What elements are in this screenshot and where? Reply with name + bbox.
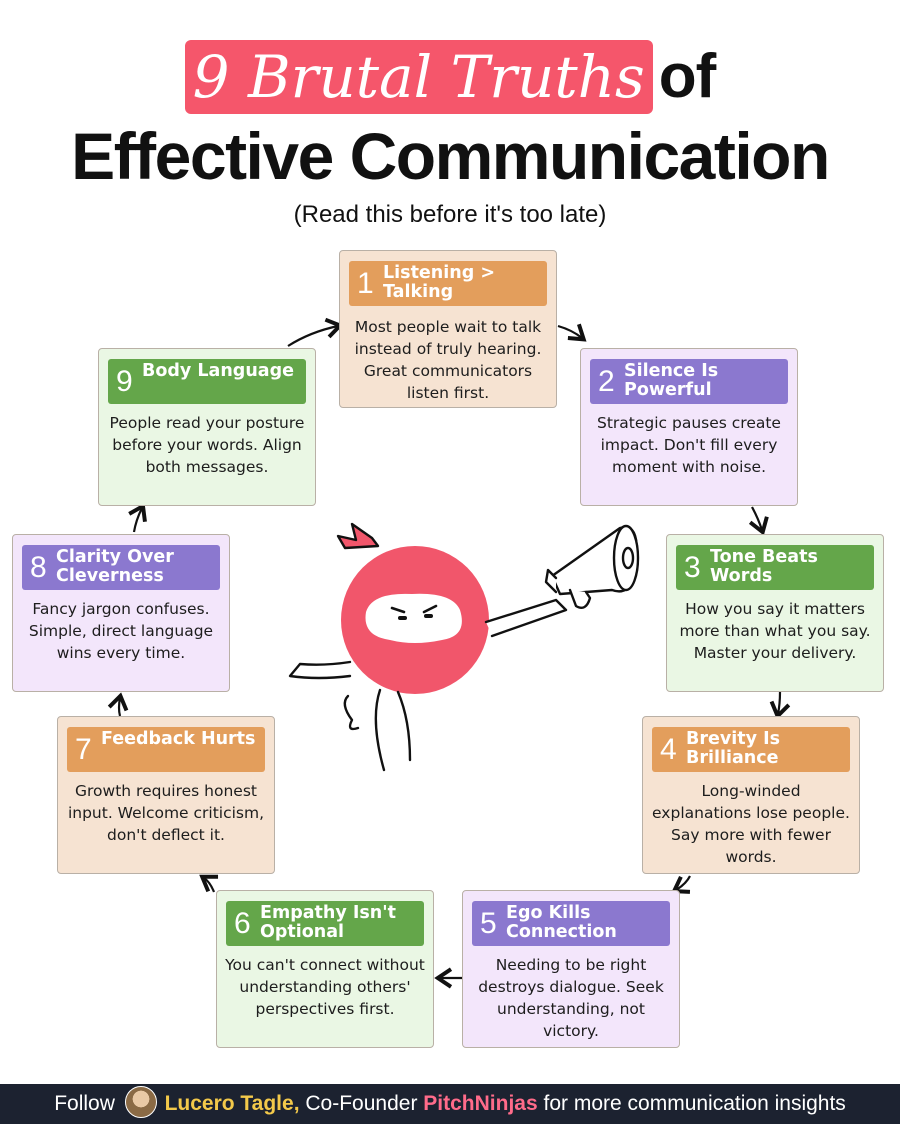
title-highlight: 9 Brutal Truths	[184, 40, 653, 114]
title-of: of	[658, 42, 717, 111]
truth-card-header: 4 Brevity Is Brilliance	[652, 727, 850, 772]
author-role: Co-Founder	[305, 1092, 418, 1115]
truth-body: You can't connect without understanding …	[225, 956, 425, 1018]
truth-heading: Feedback Hurts	[101, 729, 256, 749]
footer-tail: for more communication insights	[543, 1092, 846, 1115]
brand-name[interactable]: PitchNinjas	[423, 1092, 538, 1115]
truth-card-9: 9 Body Language People read your posture…	[98, 348, 316, 506]
footer-bar: Follow Lucero Tagle, Co-Founder PitchNin…	[0, 1084, 900, 1124]
truth-card-2: 2 Silence Is Powerful Strategic pauses c…	[580, 348, 798, 506]
arrow-9-1	[287, 317, 344, 347]
arrow-1-2	[557, 323, 587, 342]
truth-body: People read your posture before your wor…	[109, 414, 305, 476]
truth-body: Fancy jargon confuses. Simple, direct la…	[28, 600, 214, 662]
truth-heading: Body Language	[142, 361, 294, 381]
truth-number: 4	[660, 733, 677, 766]
arrow-8-9	[128, 502, 147, 533]
truth-card-header: 3 Tone Beats Words	[676, 545, 874, 590]
truth-heading: Silence Is Powerful	[624, 361, 719, 400]
truth-number: 8	[30, 551, 47, 584]
truth-heading: Clarity Over Cleverness	[56, 547, 174, 586]
truth-number: 3	[684, 551, 701, 584]
truth-body: Long-winded explanations lose people. Sa…	[652, 782, 850, 866]
truth-card-header: 6 Empathy Isn't Optional	[226, 901, 424, 946]
truth-card-4: 4 Brevity Is Brilliance Long-winded expl…	[642, 716, 860, 874]
truth-card-1: 1 Listening > Talking Most people wait t…	[339, 250, 557, 408]
author-name[interactable]: Lucero Tagle,	[164, 1092, 300, 1115]
truth-body: How you say it matters more than what yo…	[679, 600, 871, 662]
truth-card-header: 2 Silence Is Powerful	[590, 359, 788, 404]
truth-number: 5	[480, 907, 497, 940]
truth-body: Needing to be right destroys dialogue. S…	[478, 956, 664, 1040]
truth-card-header: 5 Ego Kills Connection	[472, 901, 670, 946]
truth-heading: Ego Kills Connection	[506, 903, 617, 942]
truth-card-header: 9 Body Language	[108, 359, 306, 404]
arrow-2-3	[748, 506, 769, 536]
page-title: Effective Communication	[71, 119, 830, 193]
truth-number: 2	[598, 365, 615, 398]
truth-heading: Empathy Isn't Optional	[260, 903, 396, 942]
arrow-3-4	[769, 691, 791, 720]
truth-card-5: 5 Ego Kills Connection Needing to be rig…	[462, 890, 680, 1048]
truth-card-7: 7 Feedback Hurts Growth requires honest …	[57, 716, 275, 874]
truth-card-3: 3 Tone Beats Words How you say it matter…	[666, 534, 884, 692]
truth-card-header: 1 Listening > Talking	[349, 261, 547, 306]
truth-body: Growth requires honest input. Welcome cr…	[67, 782, 265, 844]
arrow-4-5	[671, 875, 691, 894]
truth-card-header: 7 Feedback Hurts	[67, 727, 265, 772]
truth-number: 7	[75, 733, 92, 766]
truth-body: Strategic pauses create impact. Don't fi…	[597, 414, 781, 476]
author-avatar[interactable]	[124, 1086, 157, 1119]
page-subtitle: (Read this before it's too late)	[293, 201, 607, 228]
truth-number: 1	[357, 267, 374, 300]
arrow-6-7	[199, 874, 219, 893]
truth-heading: Brevity Is Brilliance	[686, 729, 781, 768]
truth-body: Most people wait to talk instead of trul…	[354, 318, 542, 402]
arrow-7-8	[107, 692, 129, 717]
truth-card-header: 8 Clarity Over Cleverness	[22, 545, 220, 590]
truth-number: 6	[234, 907, 251, 940]
truth-number: 9	[116, 365, 133, 398]
truth-heading: Listening > Talking	[383, 263, 495, 302]
truth-heading: Tone Beats Words	[710, 547, 818, 586]
footer-follow: Follow	[54, 1092, 115, 1115]
truth-card-6: 6 Empathy Isn't Optional You can't conne…	[216, 890, 434, 1048]
truth-card-8: 8 Clarity Over Cleverness Fancy jargon c…	[12, 534, 230, 692]
ninja-mascot-icon	[288, 522, 640, 772]
